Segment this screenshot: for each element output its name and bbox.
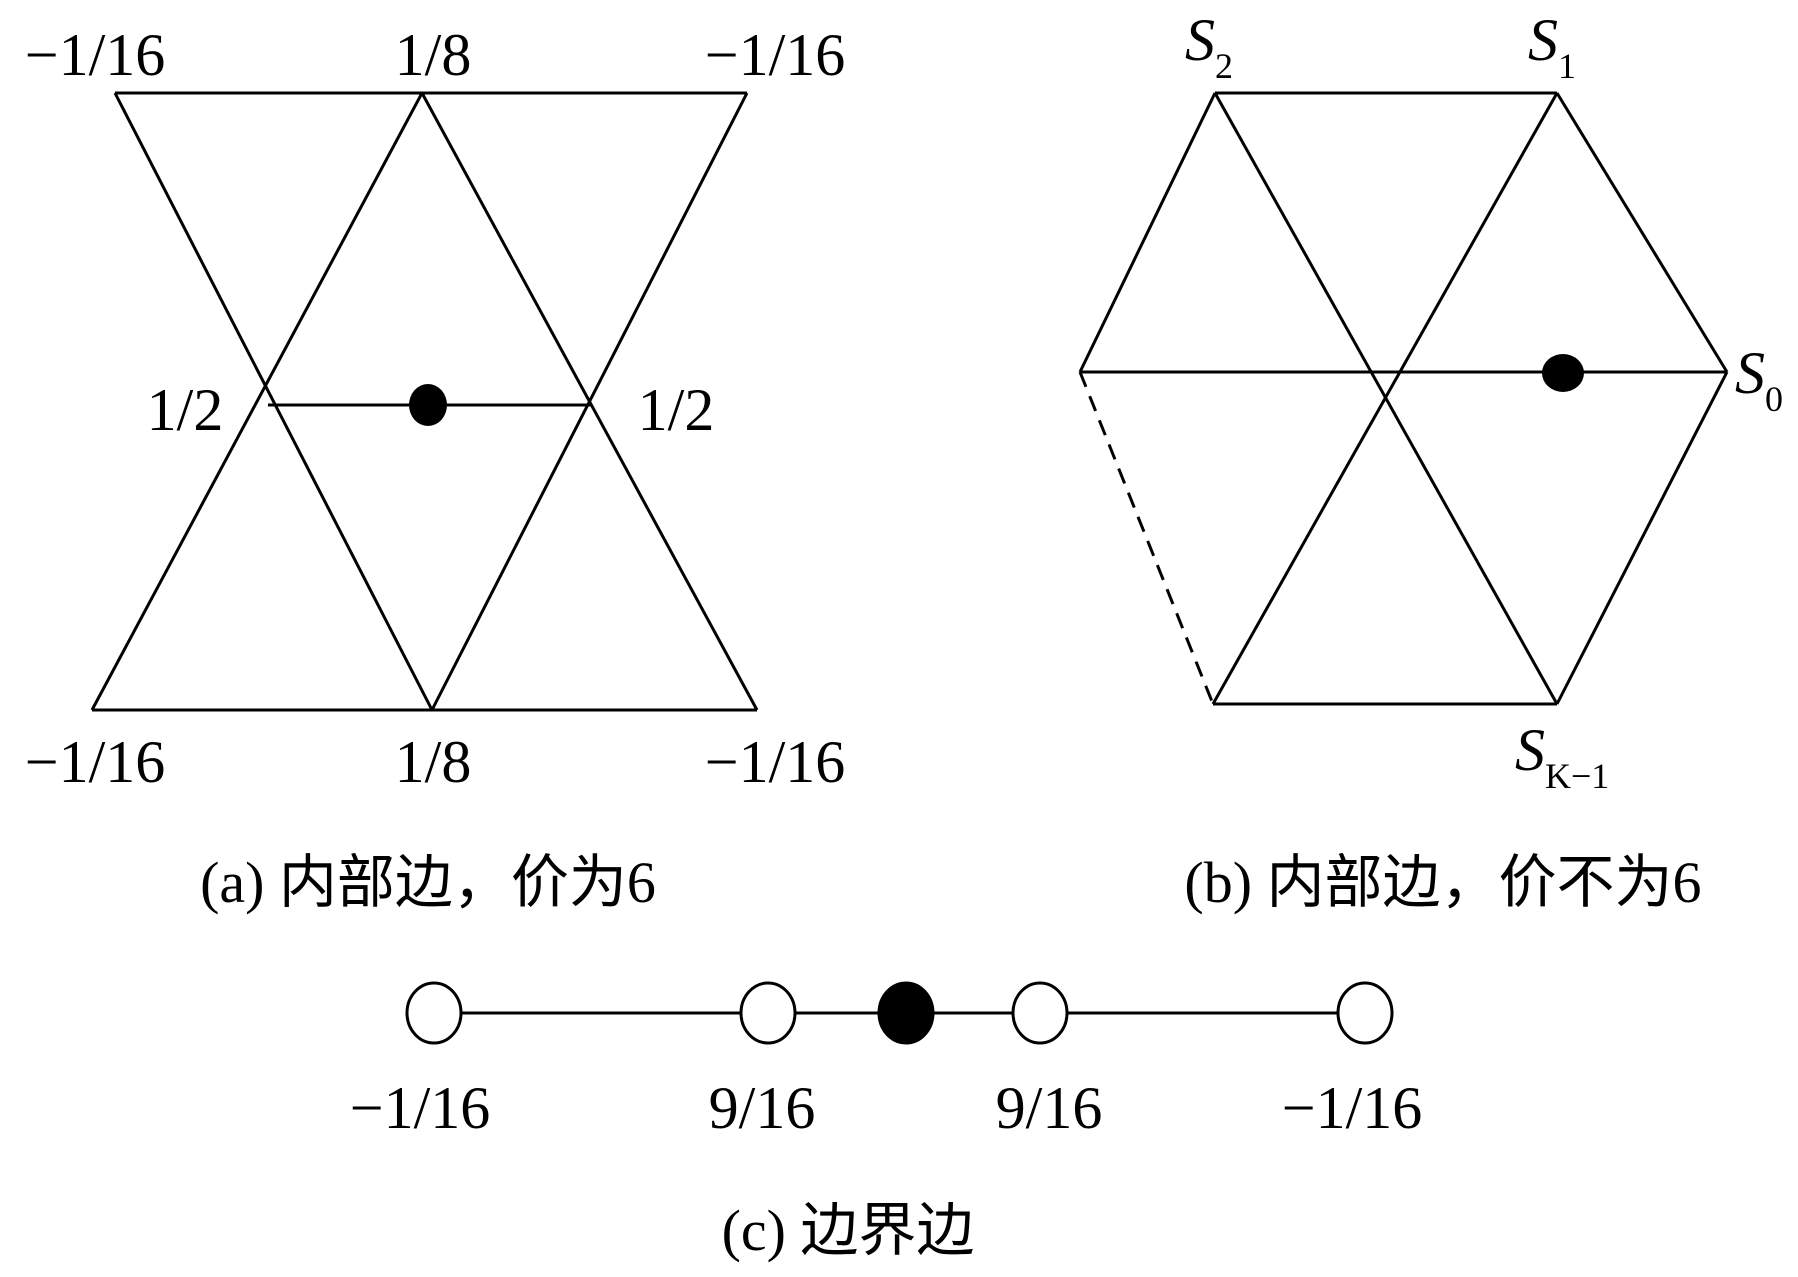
panel-b: S2 S1 S0 SK−1 (b) 内部边，价不为6: [1078, 7, 1783, 915]
open-node-c-2: [739, 981, 797, 1045]
edge-a-diag-2: [90, 92, 424, 711]
edge-a-diag-1: [113, 92, 434, 711]
label-b-s2: S2: [1185, 7, 1233, 86]
label-a-bot-right: −1/16: [705, 729, 846, 795]
edge-b-diag-2: [1211, 92, 1559, 705]
label-a-top-mid: 1/8: [395, 22, 472, 88]
panel-a: −1/16 1/8 −1/16 1/2 1/2 −1/16 1/8 −1/16 …: [25, 22, 846, 915]
label-a-mid-left: 1/2: [147, 377, 224, 443]
label-c-4: −1/16: [1282, 1075, 1423, 1141]
label-c-3: 9/16: [996, 1075, 1103, 1141]
open-node-c-4: [1336, 981, 1394, 1045]
edge-b-dashed: [1078, 371, 1215, 705]
label-c-2: 9/16: [709, 1075, 816, 1141]
label-a-bot-mid: 1/8: [395, 729, 472, 795]
label-a-top-right: −1/16: [705, 22, 846, 88]
label-c-1: −1/16: [350, 1075, 491, 1141]
caption-a: (a) 内部边，价为6: [200, 850, 656, 915]
new-vertex-dot-a: [409, 384, 447, 426]
edge-b-s1-s0: [1555, 92, 1729, 373]
label-a-bot-left: −1/16: [25, 729, 166, 795]
edge-b-s0-sk: [1555, 371, 1729, 705]
caption-c: (c) 边界边: [722, 1198, 975, 1263]
new-vertex-dot-c: [877, 981, 935, 1045]
edge-b-s2-left: [1078, 92, 1217, 373]
panel-c: −1/16 9/16 9/16 −1/16 (c) 边界边: [350, 981, 1423, 1263]
label-a-top-left: −1/16: [25, 22, 166, 88]
label-a-mid-right: 1/2: [638, 377, 715, 443]
caption-b: (b) 内部边，价不为6: [1184, 850, 1701, 915]
open-node-c-3: [1011, 981, 1069, 1045]
new-vertex-dot-b: [1542, 354, 1584, 392]
label-b-sk: SK−1: [1515, 717, 1609, 796]
open-node-c-1: [405, 981, 463, 1045]
label-b-s1: S1: [1528, 7, 1576, 86]
edge-a-diag-4: [430, 92, 749, 711]
label-b-s0: S0: [1735, 340, 1783, 419]
